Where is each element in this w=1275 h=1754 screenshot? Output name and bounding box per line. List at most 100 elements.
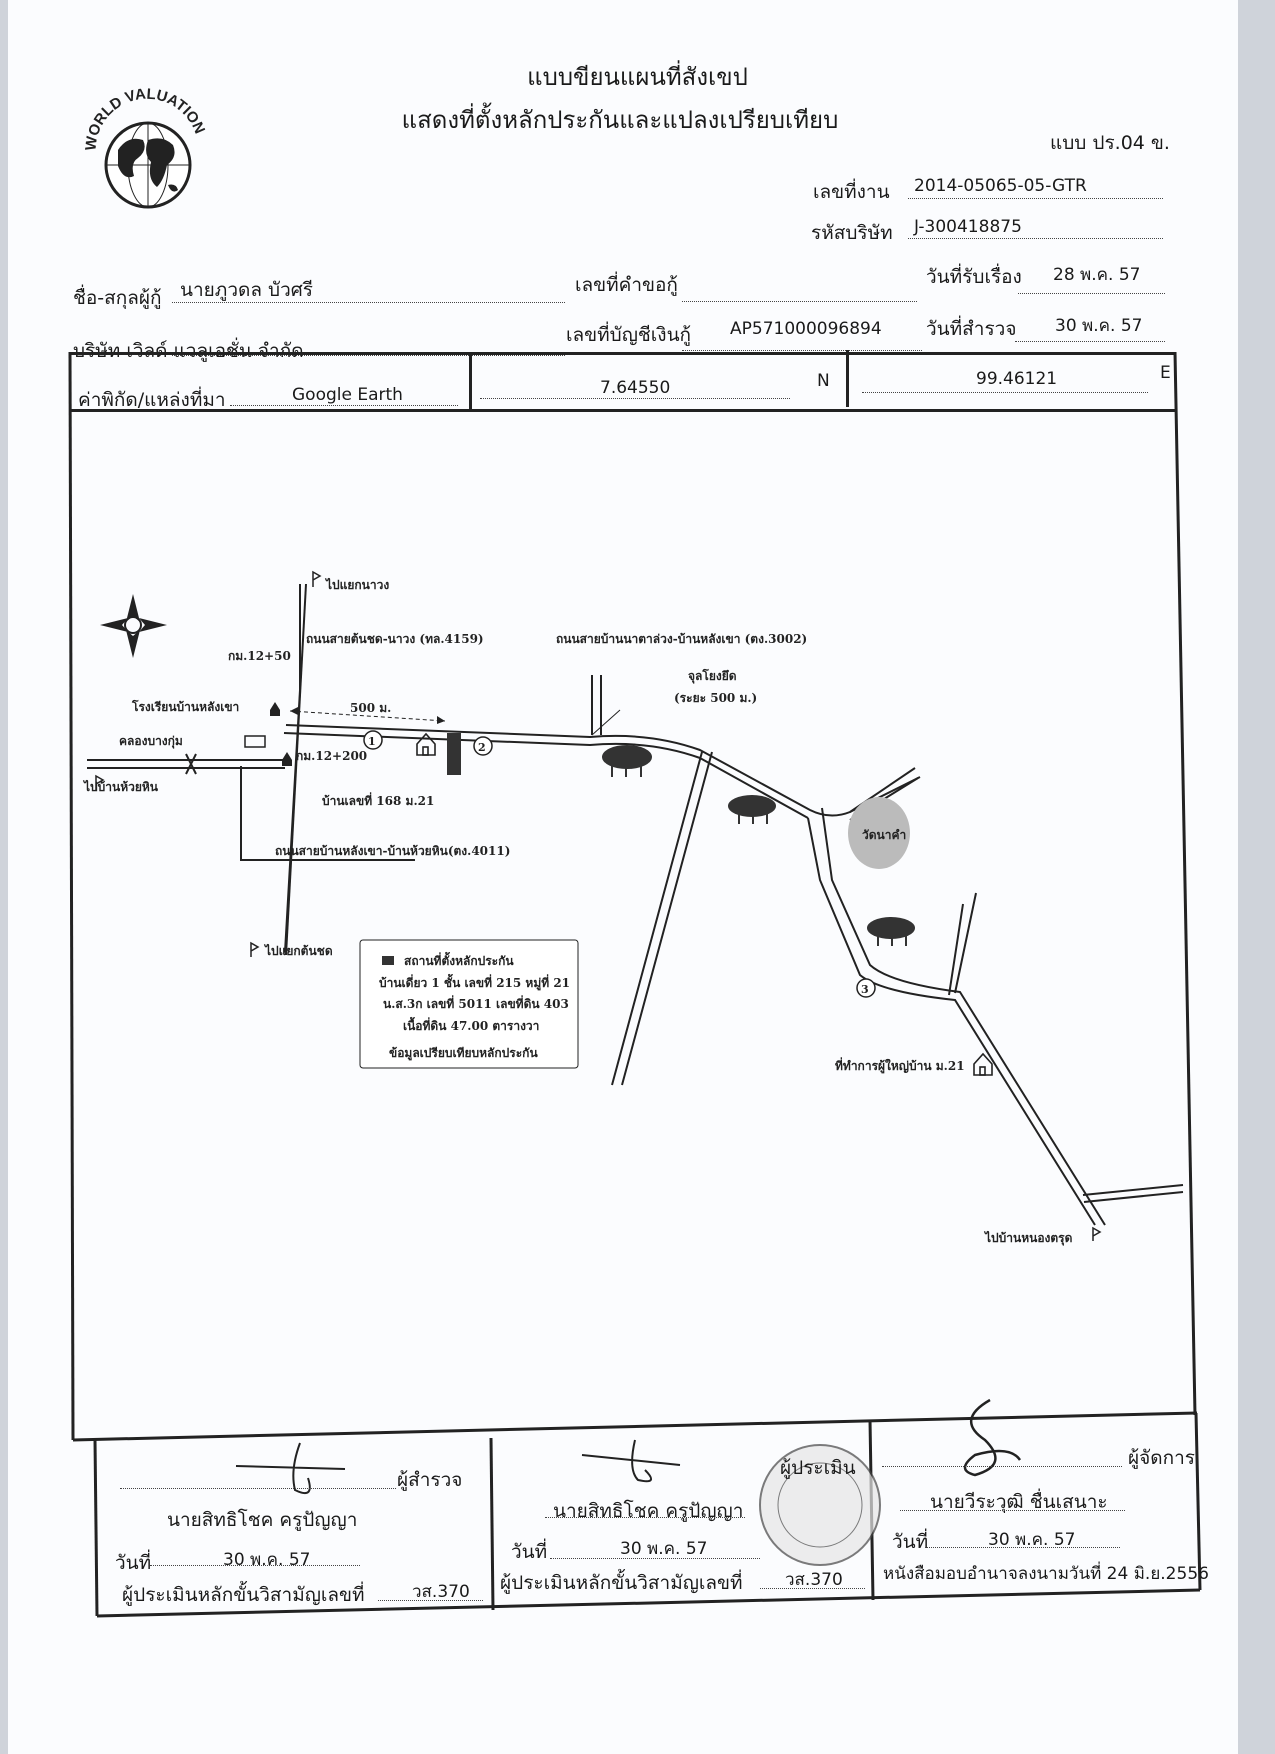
appraiser-date-underline <box>550 1558 760 1559</box>
borrower-value: นายภูวดล บัวศรี <box>180 279 313 301</box>
label-tree-site: จุลโยงยึด <box>688 668 737 684</box>
km-marker-icon-2 <box>282 752 292 766</box>
tree-icon <box>602 745 915 946</box>
label-to-nongtruk: ไปบ้านหนองตรุด <box>983 1230 1073 1246</box>
label-to-huaihin: ไปบ้านห้วยหิน <box>82 779 159 794</box>
latitude-hemisphere: N <box>817 371 830 391</box>
distance-500m-marker <box>289 707 446 724</box>
coord-source-value: Google Earth <box>292 385 403 405</box>
appraiser-license: วส.370 <box>785 1570 843 1590</box>
headman-office-icon <box>973 1052 993 1076</box>
form-subtitle: แสดงที่ตั้งหลักประกันและแปลงเปรียบเทียบ <box>401 106 839 134</box>
borrower-label: ชื่อ-สกุลผู้กู้ <box>73 287 162 309</box>
direction-flag-icon <box>95 570 1102 1241</box>
coord-divider-1 <box>469 352 472 409</box>
surveyor-date: 30 พ.ค. 57 <box>223 1550 311 1570</box>
manager-name-underline <box>900 1510 1125 1511</box>
surveyor-role: ผู้สำรวจ <box>397 1469 463 1491</box>
label-road-tonchot-naweang: ถนนสายต้นชด-นาวง (ทล.4159) <box>306 632 484 646</box>
marker-2-label: 2 <box>478 741 486 754</box>
appraiser-role: ผู้ประเมิน <box>780 1457 856 1479</box>
account-no-label: เลขที่บัญชีเงินกู้ <box>566 324 692 346</box>
surveyor-license-underline <box>378 1600 483 1601</box>
borrower-underline <box>172 302 565 303</box>
surveyor-name: นายสิทธิโชค ครูปัญญา <box>167 1509 358 1531</box>
form-title: แบบขียนแผนที่สังเขป <box>527 63 748 91</box>
appraiser-license-label: ผู้ประเมินหลักขั้นวิสามัญเลขที่ <box>500 1572 743 1594</box>
compass-icon <box>100 594 167 658</box>
surveyor-sign-line <box>120 1488 396 1489</box>
legend-site-title: สถานที่ตั้งหลักประกัน <box>404 951 514 968</box>
longitude-underline <box>862 392 1148 393</box>
appraiser-name-underline <box>545 1517 745 1518</box>
label-500m: 500 ม. <box>350 701 391 715</box>
map-frame <box>68 351 1202 1618</box>
job-no-value: 2014-05065-05-GTR <box>914 176 1087 196</box>
appraiser-signature <box>581 1439 681 1483</box>
legend-line-1: บ้านเดี่ยว 1 ชั้น เลขที่ 215 หมู่ที่ 21 <box>379 973 570 991</box>
manager-date-underline <box>925 1547 1120 1548</box>
surveyor-license-label: ผู้ประเมินหลักขั้นวิสามัญเลขที่ <box>122 1584 365 1606</box>
request-no-label: เลขที่คำขอกู้ <box>575 274 678 296</box>
account-no-value: AP571000096894 <box>730 319 882 339</box>
appraiser-date-label: วันที่ <box>511 1541 548 1563</box>
label-tree-site-distance: (ระยะ 500 ม.) <box>674 691 757 705</box>
company-code-label: รหัสบริษัท <box>811 222 893 244</box>
label-to-tonchot: ไปแยกต้นชด <box>263 943 333 958</box>
school-icon <box>244 735 266 748</box>
label-temple: วัดนาคำ <box>862 828 906 842</box>
marker-1-label: 1 <box>368 735 376 748</box>
received-date-value: 28 พ.ค. 57 <box>1053 265 1141 285</box>
roads <box>87 583 1184 1226</box>
manager-date: 30 พ.ค. 57 <box>988 1530 1076 1550</box>
label-road-langkhao-huaihin: ถนนสายบ้านหลังเขา-บ้านห้วยหิน(ตง.4011) <box>275 844 510 858</box>
survey-date-underline <box>1015 341 1165 342</box>
label-road-natalong: ถนนสายบ้านนาตาล่วง-บ้านหลังเขา (ตง.3002) <box>556 632 807 646</box>
appraiser-date: 30 พ.ค. 57 <box>620 1539 708 1559</box>
longitude-hemisphere: E <box>1160 363 1171 383</box>
company-underline <box>172 355 565 356</box>
label-km-12-50: กม.12+50 <box>228 649 291 663</box>
legend-comparable: ข้อมูลเปรียบเทียบหลักประกัน <box>389 1046 538 1061</box>
manager-role: ผู้จัดการ <box>1128 1447 1195 1469</box>
surveyor-signature <box>235 1442 346 1494</box>
company-code-value: J-300418875 <box>914 217 1022 237</box>
label-canal: คลองบางกุ่ม <box>119 734 183 749</box>
bridge-icon <box>185 753 197 775</box>
surveyor-date-label: วันที่ <box>115 1552 152 1574</box>
company-seal <box>759 1444 881 1566</box>
appraiser-license-underline <box>760 1588 865 1589</box>
label-headman-office: ที่ทำการผู้ใหญ่บ้าน ม.21 <box>835 1057 965 1074</box>
label-to-naweang: ไปแยกนาวง <box>324 577 389 592</box>
received-date-underline <box>1018 293 1165 294</box>
manager-authority-note: หนังสือมอบอำนาจลงนามวันที่ 24 มิ.ย.2556 <box>883 1564 1209 1584</box>
job-no-label: เลขที่งาน <box>813 181 890 203</box>
coord-source-underline <box>230 405 458 406</box>
km-marker-icon <box>270 702 280 716</box>
latitude-value: 7.64550 <box>600 378 671 398</box>
latitude-underline <box>480 398 790 399</box>
label-house-168: บ้านเลขที่ 168 ม.21 <box>322 792 434 808</box>
survey-date-value: 30 พ.ค. 57 <box>1055 316 1143 336</box>
world-valuation-logo: WORLD VALUATION <box>82 86 208 209</box>
manager-signature <box>963 1398 1022 1477</box>
coord-box-top <box>70 352 1175 355</box>
coord-source-label: ค่าพิกัด/แหล่งที่มา <box>78 389 226 411</box>
request-no-underline <box>682 301 917 302</box>
legend-line-2: น.ส.3ก เลขที่ 5011 เลขที่ดิน 403 <box>383 995 569 1011</box>
temple-area <box>848 797 910 869</box>
collateral-site-marker <box>447 733 461 775</box>
marker-3-label: 3 <box>861 983 869 996</box>
coord-box-bottom <box>70 409 1175 412</box>
label-school: โรงเรียนบ้านหลังเขา <box>131 699 239 714</box>
survey-date-label: วันที่สำรวจ <box>926 318 1017 340</box>
job-no-underline <box>908 198 1163 199</box>
manager-date-label: วันที่ <box>892 1531 929 1553</box>
paper-sheet <box>8 0 1238 1754</box>
company-name: บริษัท เวิลด์ แวลูเอชั่น จำกัด <box>73 340 304 362</box>
legend-line-3: เนื้อที่ดิน 47.00 ตารางวา <box>403 1016 539 1033</box>
surveyor-date-underline <box>150 1565 360 1566</box>
manager-sign-line <box>882 1466 1122 1467</box>
